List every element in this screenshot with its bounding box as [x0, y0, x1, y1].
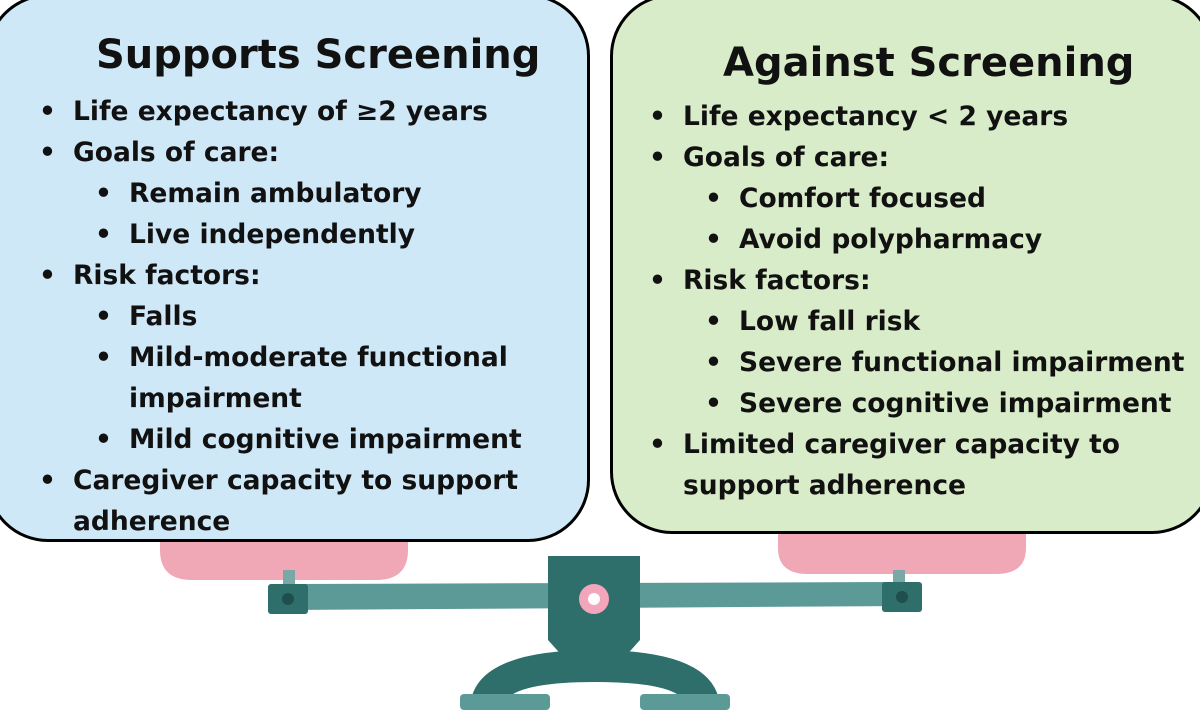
list-item: Falls [95, 296, 559, 337]
supports-screening-panel: Supports Screening Life expectancy of ≥2… [0, 0, 590, 542]
list-item: Remain ambulatory [95, 173, 559, 214]
list-item: Life expectancy < 2 years [649, 96, 1189, 137]
list-item: Risk factors: [649, 260, 1189, 301]
list-item: Caregiver capacity to support adherence [39, 460, 543, 542]
list-item: Life expectancy of ≥2 years [39, 91, 559, 132]
list-item: Severe functional impairment [705, 342, 1189, 383]
base-foot-right [640, 694, 730, 710]
list-item: Severe cognitive impairment [705, 383, 1189, 424]
list-item: Goals of care: [649, 137, 1189, 178]
against-screening-panel: Against Screening Life expectancy < 2 ye… [610, 0, 1200, 534]
list-item: Live independently [95, 214, 559, 255]
supports-list: Life expectancy of ≥2 years Goals of car… [39, 91, 559, 542]
list-item: Risk factors: [39, 255, 559, 296]
against-list: Life expectancy < 2 years Goals of care:… [649, 96, 1189, 506]
panel-title: Against Screening [723, 39, 1134, 87]
list-item: Low fall risk [705, 301, 1189, 342]
panel-title: Supports Screening [96, 31, 540, 79]
right-pan [778, 530, 1026, 574]
base-foot-left [460, 694, 550, 710]
list-item: Comfort focused [705, 178, 1189, 219]
list-item: Mild-moderate functional impairment [95, 337, 529, 419]
list-item: Avoid polypharmacy [705, 219, 1189, 260]
list-item: Goals of care: [39, 132, 559, 173]
list-item: Limited caregiver capacity to support ad… [649, 424, 1133, 506]
list-item: Mild cognitive impairment [95, 419, 559, 460]
